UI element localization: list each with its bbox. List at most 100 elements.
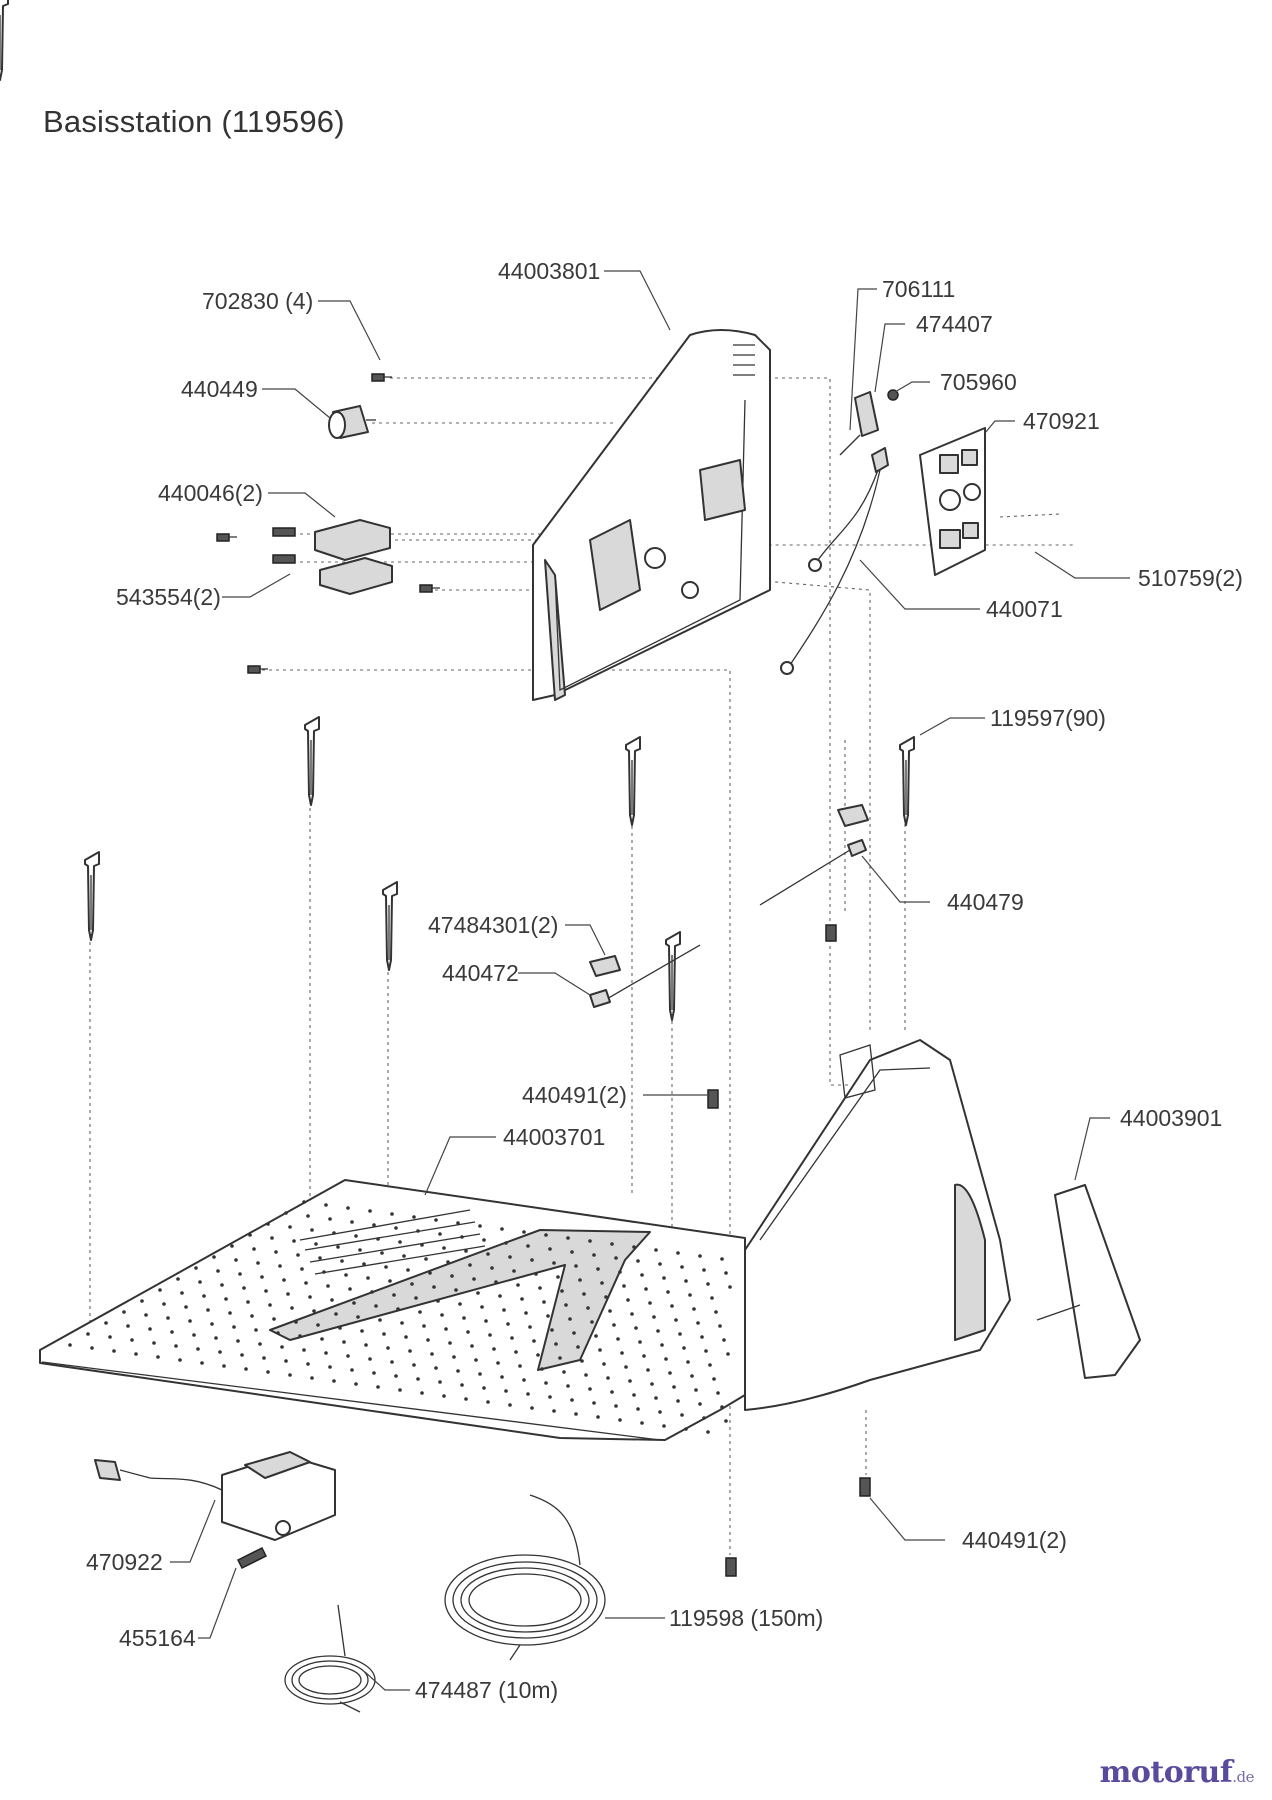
perforation-dot (158, 1288, 162, 1292)
perforation-dot (484, 1319, 488, 1323)
part-label-543554: 543554(2) (116, 584, 221, 610)
perforation-dot (410, 1282, 414, 1286)
perforation-dot (494, 1280, 498, 1284)
perforation-dot (486, 1400, 490, 1404)
perforation-dot (318, 1256, 322, 1260)
perforation-dot (374, 1304, 378, 1308)
perforation-dot (500, 1227, 504, 1231)
perforation-dot (312, 1309, 316, 1313)
perforation-dot (444, 1327, 448, 1331)
perforation-dot (346, 1206, 350, 1210)
perforation-dot (86, 1332, 90, 1336)
perforation-dot (356, 1315, 360, 1319)
perforation-dot (412, 1363, 416, 1367)
perforation-dot (690, 1374, 694, 1378)
perforation-dot (344, 1273, 348, 1277)
perforation-dot (198, 1280, 202, 1284)
perforation-dot (654, 1248, 658, 1252)
perforation-dot (552, 1261, 556, 1265)
screw-parts (216, 373, 440, 674)
perforation-dot (310, 1376, 314, 1380)
perforation-dot (502, 1308, 506, 1312)
perforation-dot (658, 1410, 662, 1414)
perforation-dot (408, 1349, 412, 1353)
perforation-dot (646, 1368, 650, 1372)
perforation-dot (180, 1291, 184, 1295)
perforation-dot (222, 1364, 226, 1368)
perforation-dot (526, 1244, 530, 1248)
perforation-dot (680, 1413, 684, 1417)
perforation-dot (522, 1230, 526, 1234)
perforation-dot (460, 1383, 464, 1387)
perforation-dot (144, 1313, 148, 1317)
perforation-dot (378, 1318, 382, 1322)
perforation-dot (280, 1345, 284, 1349)
perforation-dot (368, 1209, 372, 1213)
perforation-dot (504, 1389, 508, 1393)
perforation-dot (538, 1286, 542, 1290)
perforation-dot (340, 1259, 344, 1263)
perforation-dot (348, 1287, 352, 1291)
perforation-dot (610, 1390, 614, 1394)
perforation-dot (328, 1365, 332, 1369)
perforation-dot (686, 1360, 690, 1364)
perforation-dot (464, 1397, 468, 1401)
perforation-dot (478, 1224, 482, 1228)
perforation-dot (202, 1294, 206, 1298)
perforation-dot (670, 1304, 674, 1308)
part-label-702830: 702830 (4) (202, 288, 313, 314)
perforation-dot (552, 1409, 556, 1413)
perforation-dot (322, 1270, 326, 1274)
perforation-dot (330, 1298, 334, 1302)
perforation-dot (434, 1218, 438, 1222)
perforation-dot (604, 1295, 608, 1299)
perforation-dot (490, 1266, 494, 1270)
perforation-dot (398, 1388, 402, 1392)
perforation-dot (612, 1323, 616, 1327)
perforation-dot (336, 1245, 340, 1249)
perforation-dot (402, 1254, 406, 1258)
perforation-dot (452, 1355, 456, 1359)
perforation-dot (700, 1335, 704, 1339)
perforation-dot (230, 1244, 234, 1248)
perforation-dot (706, 1430, 710, 1434)
perforation-dot (718, 1324, 722, 1328)
perforation-dot (588, 1387, 592, 1391)
perforation-dot (570, 1398, 574, 1402)
perforation-dot (308, 1295, 312, 1299)
perforation-dot (284, 1359, 288, 1363)
perforation-dot (688, 1293, 692, 1297)
perforation-dot (616, 1337, 620, 1341)
perforation-dot (598, 1348, 602, 1352)
perforation-dot (332, 1379, 336, 1383)
perforation-dot (248, 1233, 252, 1237)
knob-part (328, 405, 376, 439)
perforation-dot (468, 1263, 472, 1267)
perforation-dot (104, 1321, 108, 1325)
perforation-dot (602, 1362, 606, 1366)
perforation-dot (544, 1381, 548, 1385)
perforation-dot (534, 1272, 538, 1276)
perforation-dot (680, 1265, 684, 1269)
perforation-dot (712, 1377, 716, 1381)
perforation-dot (306, 1362, 310, 1366)
perforation-dot (108, 1335, 112, 1339)
perforation-dot (432, 1285, 436, 1289)
perforation-dot (448, 1341, 452, 1345)
perforation-dot (262, 1356, 266, 1360)
perforation-dot (184, 1305, 188, 1309)
leader-lines (170, 270, 1130, 1691)
perforation-dot (126, 1324, 130, 1328)
perforation-dot (358, 1248, 362, 1252)
perforation-dot (486, 1252, 490, 1256)
perforation-dot (586, 1306, 590, 1310)
perforation-dot (428, 1271, 432, 1275)
perforation-dot (296, 1253, 300, 1257)
perforation-dot (546, 1314, 550, 1318)
perforation-dot (630, 1312, 634, 1316)
perforation-dot (674, 1318, 678, 1322)
perforation-dot (316, 1323, 320, 1327)
perforation-dot (610, 1242, 614, 1246)
perforation-dot (176, 1277, 180, 1281)
